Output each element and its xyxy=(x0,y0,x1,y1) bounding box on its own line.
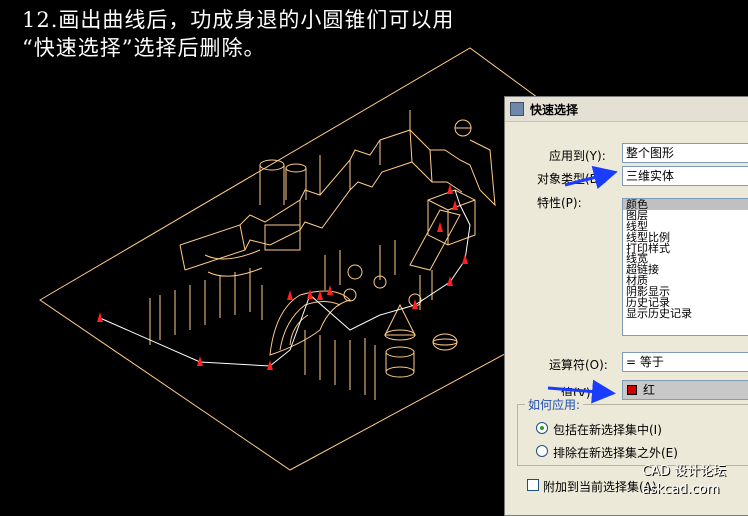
back-wall xyxy=(179,129,496,246)
red-color-swatch xyxy=(627,385,637,395)
object-type-select[interactable]: 三维实体 xyxy=(622,166,748,186)
property-item[interactable]: 阴影显示 xyxy=(626,285,670,299)
dialog-title-bar[interactable]: 快速选择 xyxy=(505,97,748,122)
properties-listbox[interactable]: 颜色 图层 线型 线型比例 打印样式 线宽 超链接 材质 阴影显示 历史记录 显… xyxy=(622,198,748,336)
property-item[interactable]: 线型 xyxy=(626,219,648,233)
caption-line-1: 12.画出曲线后，功成身退的小圆锥们可以用 xyxy=(22,8,455,32)
property-item[interactable]: 历史记录 xyxy=(626,296,670,310)
arrow-to-object-type xyxy=(564,165,618,190)
property-item-color[interactable]: 颜色 xyxy=(623,199,748,210)
operator-select[interactable]: = 等于 xyxy=(622,352,748,372)
annotation-arrows xyxy=(547,165,618,404)
how-to-apply-label: 如何应用: xyxy=(525,396,584,413)
exclude-label: 排除在新选择集之外(E) xyxy=(553,446,678,460)
properties-label: 特性(P): xyxy=(537,196,582,210)
apply-to-label: 应用到(Y): xyxy=(549,149,606,163)
append-checkbox[interactable] xyxy=(527,479,539,491)
watermark-line-2: askcad.com xyxy=(642,482,720,497)
value-text: 红 xyxy=(643,383,656,397)
operator-label: 运算符(O): xyxy=(549,358,608,372)
tutorial-caption: 12.画出曲线后，功成身退的小圆锥们可以用 “快速选择”选择后删除。 xyxy=(22,6,542,62)
arrow-to-value xyxy=(547,379,616,404)
dialog-title: 快速选择 xyxy=(530,103,579,117)
property-item[interactable]: 打印样式 xyxy=(626,241,670,255)
include-radio[interactable] xyxy=(536,422,548,434)
app-icon xyxy=(510,102,524,116)
red-cone-markers xyxy=(97,184,468,370)
object-type-label: 对象类型(B): xyxy=(537,172,607,186)
exclude-radio[interactable] xyxy=(536,445,548,457)
how-to-apply-group xyxy=(517,404,748,466)
radio-selected-dot xyxy=(540,426,544,430)
property-item[interactable]: 材质 xyxy=(626,274,648,288)
property-item[interactable]: 超链接 xyxy=(626,263,659,277)
watermark-line-1: CAD 设计论坛 xyxy=(642,464,727,479)
quick-select-dialog: 快速选择 应用到(Y): 整个图形 对象类型(B): 三维实体 特性(P): 颜… xyxy=(504,96,748,516)
property-item[interactable]: 线宽 xyxy=(626,252,648,266)
apply-to-select[interactable]: 整个图形 xyxy=(622,143,748,163)
pillar-group xyxy=(149,110,433,400)
caption-line-2: “快速选择”选择后删除。 xyxy=(22,36,266,60)
append-label: 附加到当前选择集(A) xyxy=(543,480,657,494)
property-item[interactable]: 图层 xyxy=(626,208,648,222)
property-item[interactable]: 显示历史记录 xyxy=(626,306,692,320)
value-select[interactable]: 红 xyxy=(622,380,748,400)
cad-model-viewport[interactable] xyxy=(0,0,748,503)
watermark: CAD 设计论坛 askcad.com xyxy=(642,463,726,499)
include-label: 包括在新选择集中(I) xyxy=(553,423,662,437)
property-item[interactable]: 线型比例 xyxy=(626,230,670,244)
